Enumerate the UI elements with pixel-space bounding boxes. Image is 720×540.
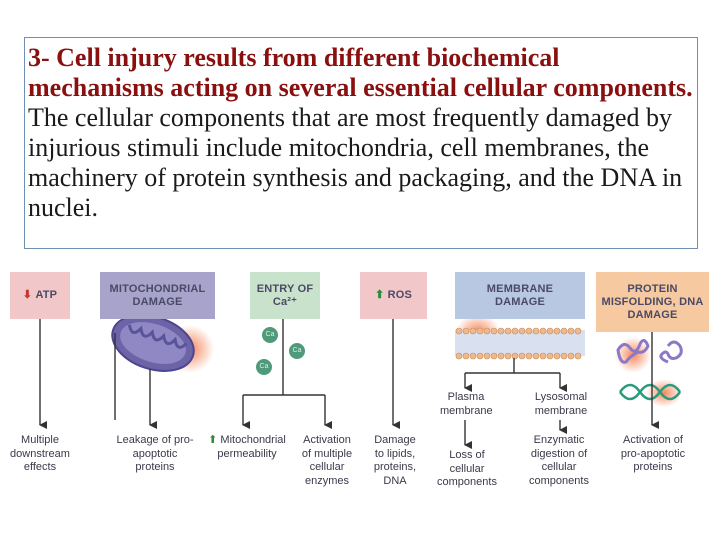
outcome-loss-components: Loss of cellular components — [437, 449, 497, 488]
box-entry-ca: ENTRY OF Ca²⁺ — [250, 272, 320, 319]
box-membrane-damage-label: MEMBRANE DAMAGE — [486, 282, 554, 308]
box-atp-label: ATP — [35, 289, 58, 301]
down-arrow-icon: ⬇ — [22, 289, 33, 301]
outcome-mito-permeability: ⬆ Mitochondrial permeability — [206, 434, 288, 461]
box-protein-misfolding-label: PROTEIN MISFOLDING, DNA DAMAGE — [601, 282, 704, 321]
membrane-icon — [455, 314, 585, 360]
ca-ion-icon: Ca — [262, 327, 278, 343]
outcome-activation-proapoptotic: Activation of pro-apoptotic proteins — [620, 434, 686, 473]
outcome-multiple-downstream: Multiple downstream effects — [10, 434, 70, 473]
ca-ion-icon: Ca — [256, 359, 272, 375]
box-mito-damage-label: MITOCHONDRIAL DAMAGE — [109, 282, 206, 308]
box-ros: ⬆ ROS — [360, 272, 427, 319]
box-protein-misfolding: PROTEIN MISFOLDING, DNA DAMAGE — [596, 272, 709, 332]
outcome-mito-permeability-label: Mitochondrial permeability — [217, 434, 286, 460]
box-mito-damage: MITOCHONDRIAL DAMAGE — [100, 272, 215, 319]
outcome-leakage: Leakage of pro-apoptotic proteins — [116, 434, 194, 473]
heading-bold-text: 3- Cell injury results from different bi… — [28, 43, 693, 102]
box-atp: ⬇ ATP — [10, 272, 70, 319]
heading-body-text: The cellular components that are most fr… — [28, 103, 683, 222]
box-membrane-damage: MEMBRANE DAMAGE — [455, 272, 585, 319]
up-arrow-icon: ⬆ — [208, 434, 218, 446]
outcome-enzymatic-digestion: Enzymatic digestion of cellular componen… — [529, 434, 589, 487]
up-arrow-icon: ⬆ — [374, 289, 385, 301]
ca-ion-icon: Ca — [289, 343, 305, 359]
label-plasma-membrane: Plasma membrane — [440, 391, 493, 417]
outcome-damage-lipids: Damage to lipids, proteins, DNA — [373, 434, 417, 487]
heading-textbox: 3- Cell injury results from different bi… — [24, 37, 698, 249]
label-lysosomal-membrane: Lysosomal membrane — [534, 391, 588, 417]
box-ros-label: ROS — [387, 289, 413, 301]
outcome-activation-enzymes: Activation of multiple cellular enzymes — [301, 434, 353, 487]
protein-dna-icon — [615, 337, 683, 407]
box-entry-ca-label: ENTRY OF Ca²⁺ — [256, 282, 314, 308]
